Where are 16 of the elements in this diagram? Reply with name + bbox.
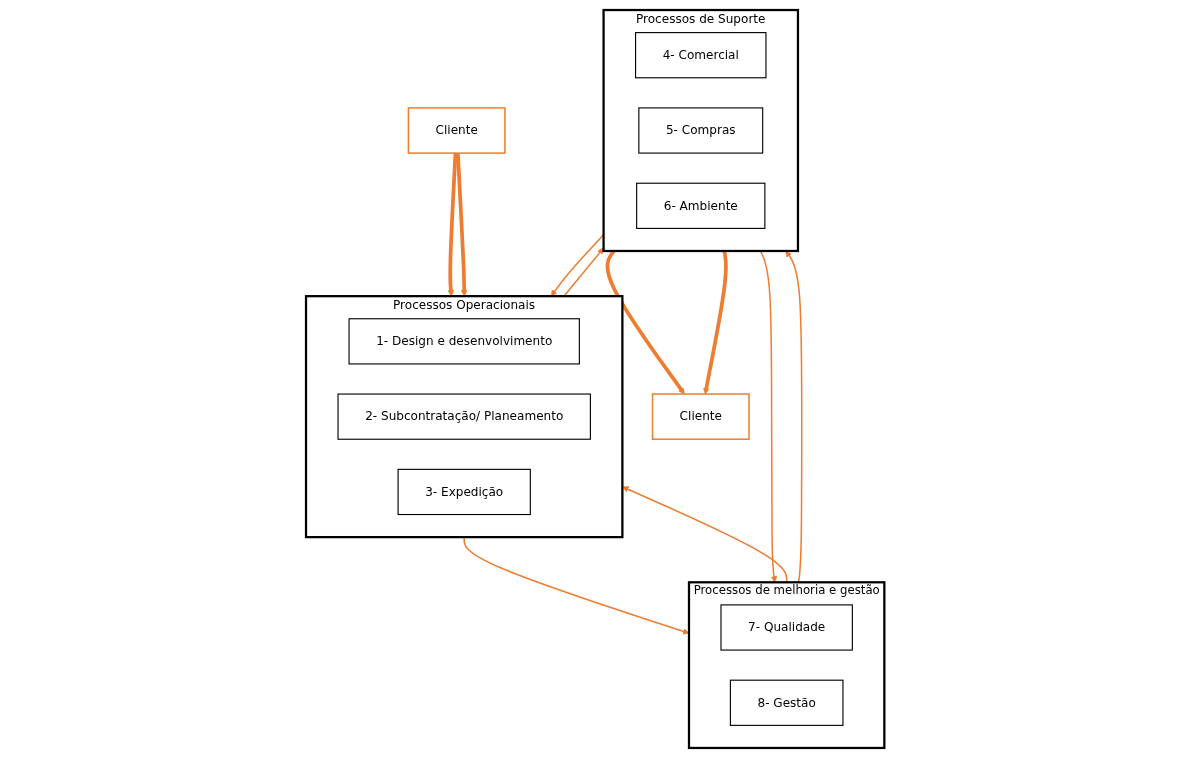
node-box: 2- Subcontratação/ Planeamento: [337, 393, 591, 440]
node-box: 7- Qualidade: [720, 604, 853, 651]
node-box: 4- Comercial: [634, 32, 767, 79]
node-box: 6- Ambiente: [635, 182, 766, 229]
arrow: [550, 234, 605, 297]
node-box: 1- Design e desenvolvimento: [348, 318, 580, 365]
node-box: Cliente: [407, 107, 506, 154]
arrow: [455, 153, 468, 297]
node-box: 8- Gestão: [729, 679, 844, 726]
node-box: 3- Expedição: [397, 468, 531, 516]
arrow: [702, 250, 728, 395]
node-box: Cliente: [651, 393, 750, 440]
arrow: [447, 153, 458, 297]
arrow: [562, 247, 604, 297]
arrow: [759, 250, 778, 583]
node-box: 5- Compras: [638, 107, 764, 154]
